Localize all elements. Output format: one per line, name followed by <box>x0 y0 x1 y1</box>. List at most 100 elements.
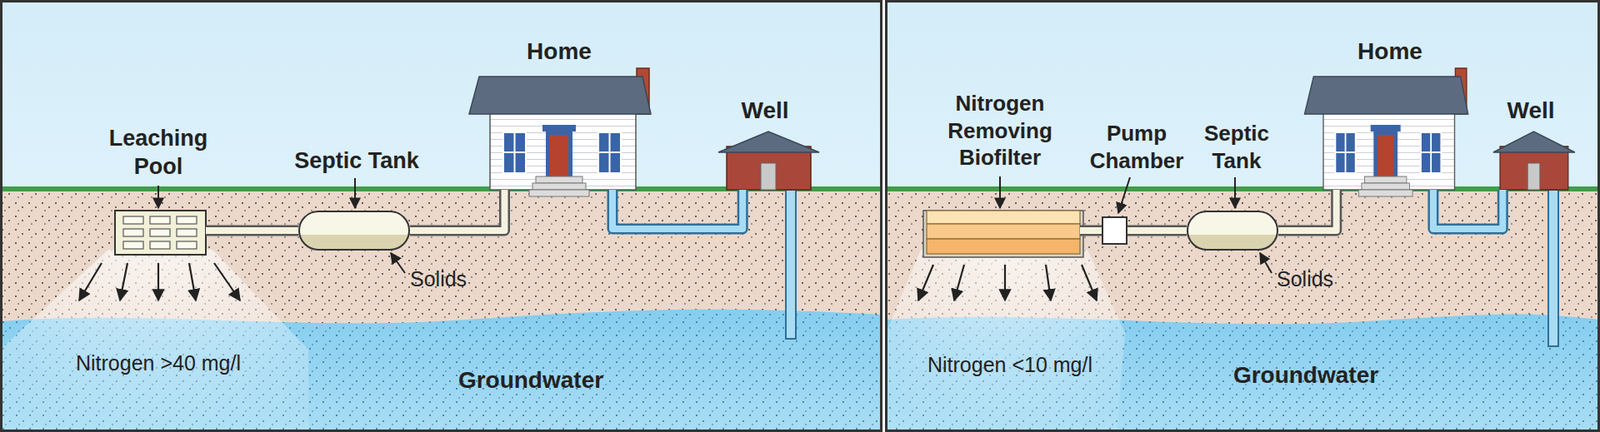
shape-label: Septic Tank <box>1182 120 1291 175</box>
leaching-pool-drawing-part-part <box>150 216 170 225</box>
leaching-pool-drawing-part <box>123 216 197 250</box>
sewer-pipe <box>1080 230 1102 232</box>
well: Well <box>726 141 811 190</box>
seepage-arrows-part <box>954 265 965 301</box>
seepage-arrows-part <box>214 263 240 301</box>
illustration-part <box>469 68 651 197</box>
water-pipe <box>1433 190 1503 230</box>
leaching-pool-drawing-part-part <box>176 241 197 250</box>
sewer-pipe <box>410 190 505 231</box>
right-panel-part <box>885 190 1600 432</box>
home: Home <box>1323 112 1455 190</box>
illustration-part <box>718 131 820 190</box>
leaching-pool-drawing <box>115 210 206 255</box>
leader-arrows-part <box>157 185 160 209</box>
shape-label: Leaching Pool <box>87 125 230 182</box>
left-panel-part <box>0 250 309 432</box>
shape-label: Septic Tank <box>294 147 420 176</box>
panel-border <box>886 1 1600 432</box>
pipe-fill <box>1127 227 1187 235</box>
septic-tank: Septic TankSolids <box>1186 210 1279 251</box>
left-panel-part <box>0 0 882 432</box>
illustration-part <box>1305 68 1469 197</box>
pipe-fill <box>205 227 299 235</box>
biofilter-drawing-part <box>923 210 1084 258</box>
concentration-label: Nitrogen <10 mg/l <box>927 352 1093 378</box>
region-label: Groundwater <box>458 366 604 395</box>
seepage-arrows-part <box>1004 265 1006 301</box>
well-casing <box>785 190 796 340</box>
leaching-pool-drawing-part-part <box>176 229 197 237</box>
sewer-pipe <box>1278 190 1337 231</box>
pipe-outline <box>1127 225 1187 237</box>
concentration-label: Nitrogen >40 mg/l <box>75 350 241 376</box>
panel-border <box>1 1 882 432</box>
shape-label: Well <box>740 95 789 125</box>
leader-arrows-part <box>1260 253 1272 274</box>
shape-label: Well <box>1506 95 1555 125</box>
leaching-pool-drawing-part-part <box>123 216 144 225</box>
seepage-arrows-part <box>157 263 160 301</box>
illustration-part <box>1493 131 1575 190</box>
right-panel-part <box>885 250 1125 432</box>
well: Well <box>1500 141 1569 190</box>
pipe-fill <box>1433 190 1503 230</box>
water-pipe <box>612 190 743 230</box>
leaching-pool: Leaching Pool <box>115 210 206 255</box>
right-panel-part <box>885 190 1600 432</box>
biofilter-drawing-part <box>926 210 1080 225</box>
part-label: Solids <box>1276 266 1334 293</box>
right-panel <box>885 0 1600 432</box>
left-panel-part <box>0 190 882 432</box>
well-casing <box>1548 190 1559 347</box>
pipe-fill <box>1278 190 1337 231</box>
seepage-arrows-part <box>189 263 196 301</box>
seepage-arrows-part <box>1081 265 1097 301</box>
left-panel-part <box>0 190 882 432</box>
leader-arrows-part <box>354 178 356 209</box>
pipe-outline <box>410 190 505 231</box>
pipe-fill <box>612 190 743 230</box>
shape-label: Home <box>1357 36 1423 66</box>
leaching-pool-drawing-part-part <box>176 216 197 225</box>
leaching-pool-drawing-part <box>115 210 206 255</box>
seepage-arrows-part <box>1045 265 1051 301</box>
biofilter: Nitrogen Removing Biofilter <box>926 210 1080 255</box>
right-panel-part <box>885 186 1600 192</box>
leaching-pool-drawing-part-part <box>150 229 170 237</box>
pipe-outline <box>1433 190 1503 230</box>
home: Home <box>490 112 636 190</box>
pipe-fill <box>410 190 505 231</box>
leaching-pool-drawing-part-part <box>150 241 170 250</box>
pipe-outline <box>1080 225 1102 237</box>
seepage-arrows-part <box>120 263 128 301</box>
pipe-outline <box>205 225 299 237</box>
leaching-pool-drawing-part-part <box>123 241 144 250</box>
seepage-arrows-part <box>918 265 934 301</box>
shape-label: Pump Chamber <box>1078 120 1195 175</box>
leader-arrows-part <box>390 253 405 274</box>
seepage-arrows <box>79 263 1097 301</box>
leader-arrows-part <box>999 176 1001 209</box>
biofilter-drawing-part <box>926 224 1080 240</box>
shape-label: Home <box>526 36 592 66</box>
leader-arrows <box>158 176 1272 274</box>
pipe-outline <box>612 190 743 230</box>
pipe-outline <box>1278 190 1337 231</box>
leader-arrows-part <box>1234 177 1236 209</box>
biofilter-drawing <box>923 210 1084 258</box>
region-label: Groundwater <box>1233 361 1379 390</box>
sewer-pipe <box>1127 230 1187 232</box>
right-panel-part <box>885 0 1600 432</box>
seepage-arrows-part <box>79 263 102 301</box>
pump-chamber: Pump Chamber <box>1101 216 1128 245</box>
leader-arrows-part <box>1118 177 1130 214</box>
left-panel <box>0 0 882 432</box>
part-label: Solids <box>410 266 467 293</box>
septic-tank: Septic TankSolids <box>298 210 410 251</box>
shape-label: Nitrogen Removing Biofilter <box>925 90 1075 172</box>
leaching-pool-drawing-part-part <box>123 229 144 237</box>
sewer-pipe <box>205 230 299 232</box>
biofilter-drawing-part <box>926 239 1080 255</box>
